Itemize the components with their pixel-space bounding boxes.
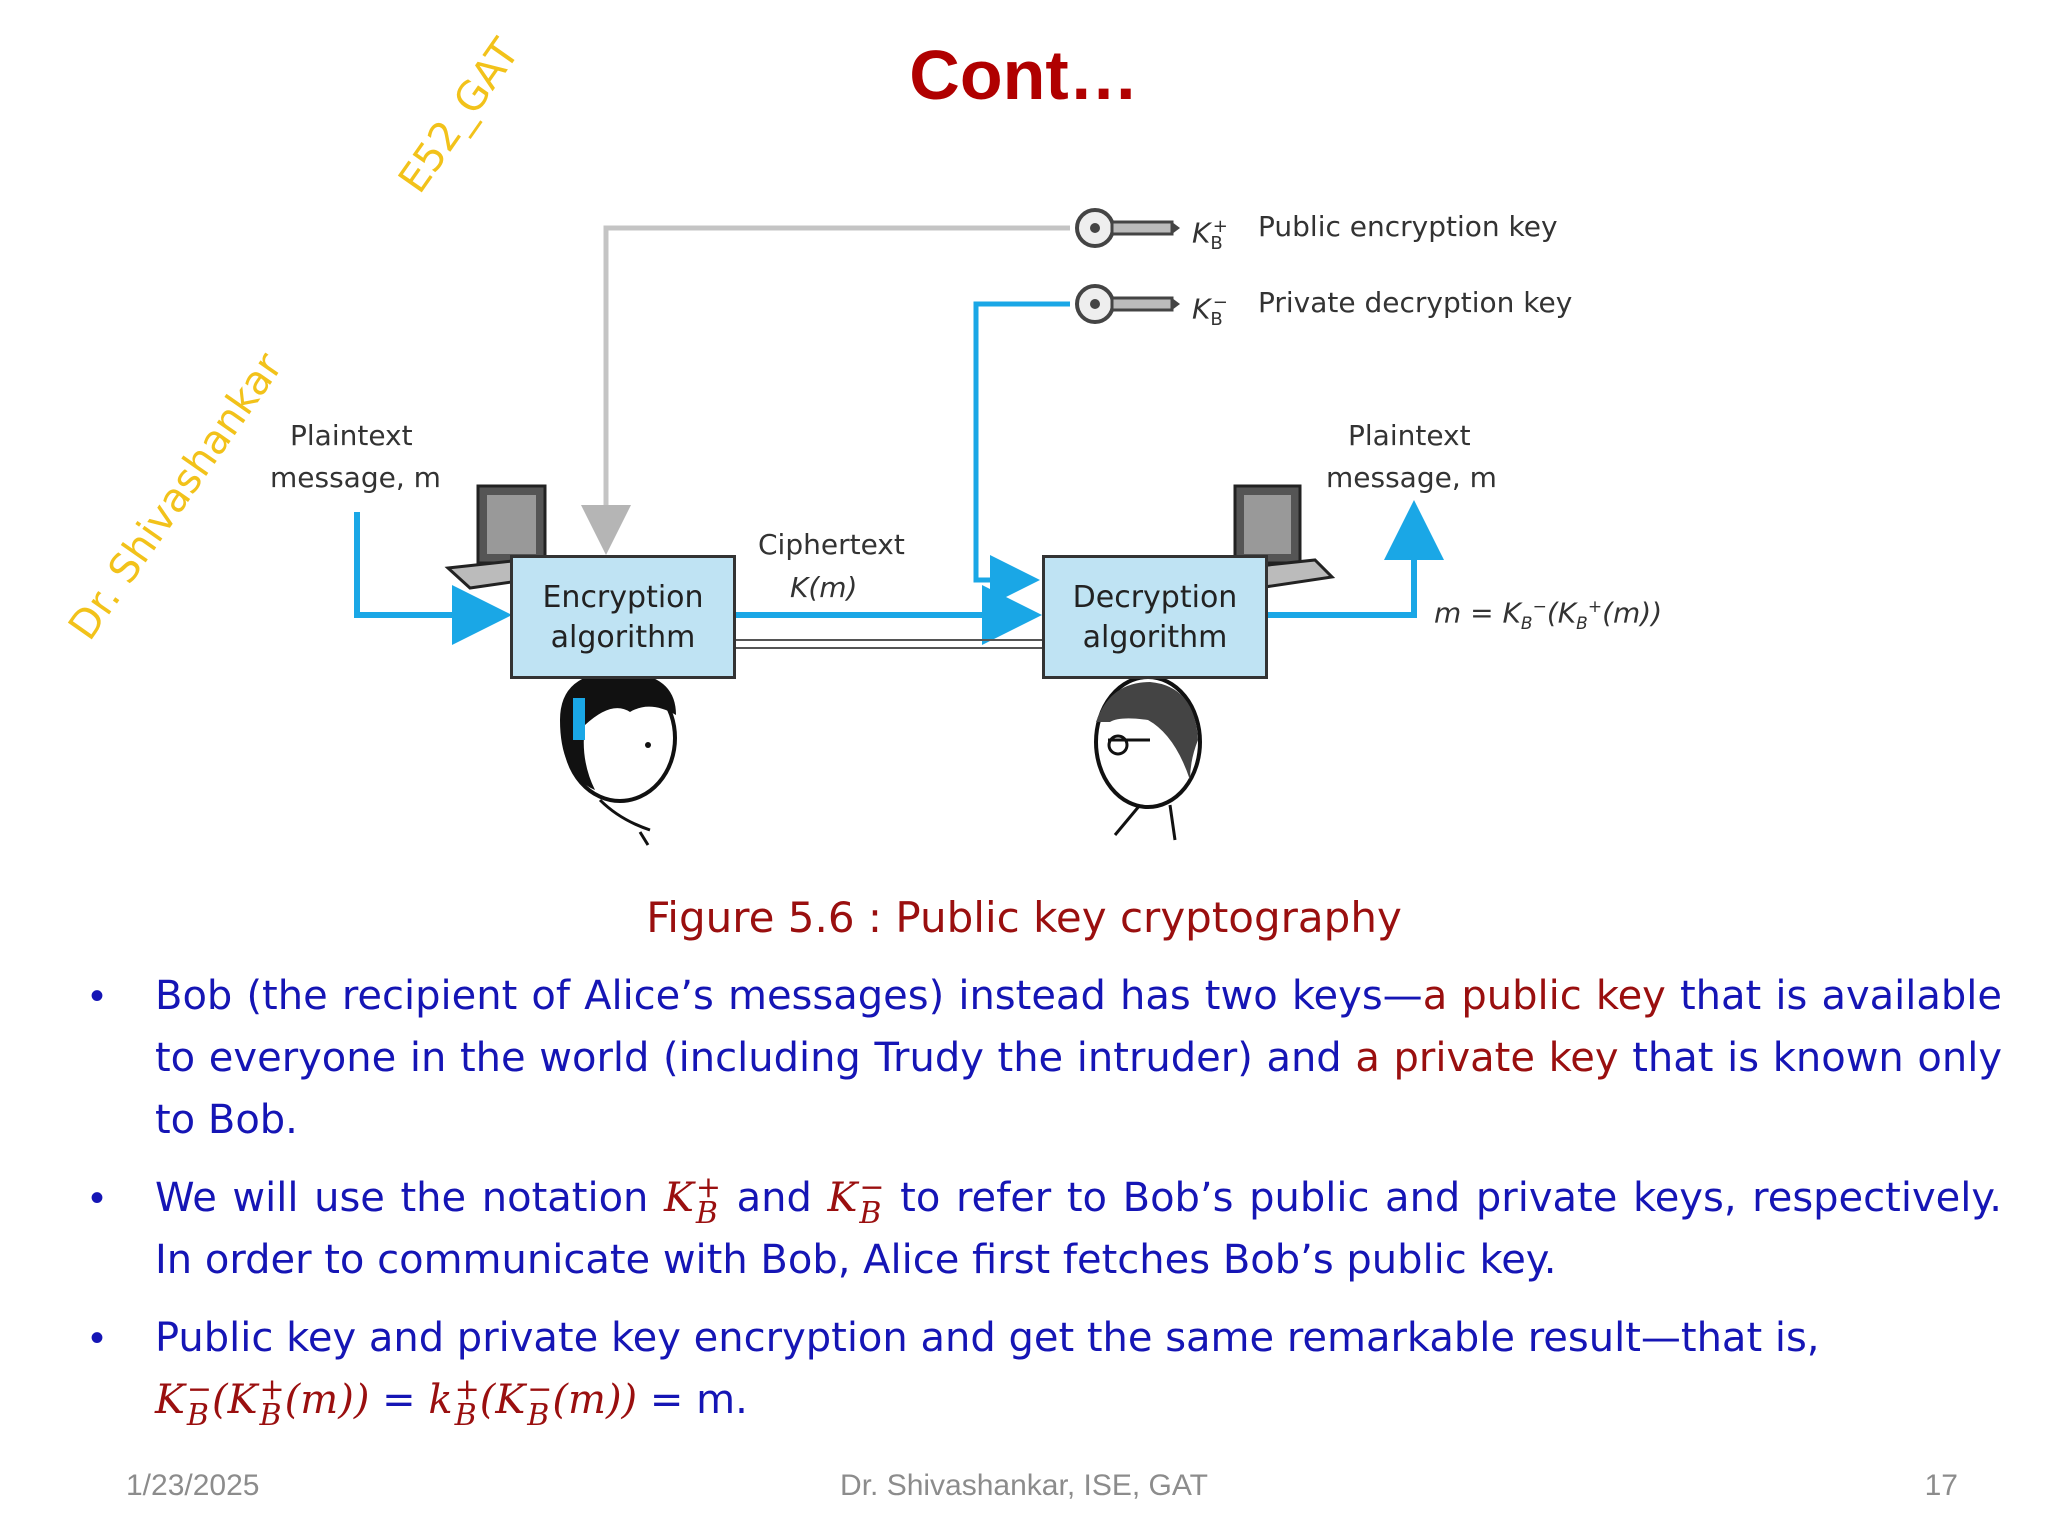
sender-plaintext-line2: message, m [270, 461, 441, 494]
equation-left: K−B(K+B(m)) [155, 1372, 370, 1433]
plaintext-in-arrow [354, 512, 512, 645]
ciphertext-formula: K(m) [790, 571, 858, 604]
figure-caption: Figure 5.6 : Public key cryptography [646, 893, 1402, 942]
public-key-icon [1075, 208, 1180, 248]
footer-author: Dr. Shivashankar, ISE, GAT [840, 1469, 1208, 1502]
alice-icon [560, 672, 677, 846]
private-key-icon [1075, 284, 1180, 324]
list-item: • Public key and private key encryption … [80, 1307, 2002, 1431]
slide-title: Cont… [909, 36, 1139, 114]
public-key-line [581, 225, 1070, 555]
equation-right: k+B(K−B(m)) [428, 1372, 638, 1433]
public-key-label: Public encryption key [1258, 210, 1558, 243]
result-formula: m = KB−(KB+(m)) [1434, 596, 1663, 634]
footer-date: 1/23/2025 [126, 1469, 260, 1502]
sender-plaintext-line1: Plaintext [290, 419, 413, 452]
bob-icon [1094, 675, 1202, 841]
public-key-symbol: KB+ [1192, 216, 1228, 254]
receiver-plaintext-line2: message, m [1326, 461, 1497, 494]
bullet-list: • Bob (the recipient of Alice’s messages… [80, 965, 2002, 1447]
encryption-algorithm-box: Encryption algorithm [510, 555, 736, 679]
plaintext-out-arrow [1266, 500, 1444, 618]
private-key-notation: K−B [827, 1170, 885, 1231]
ciphertext-label: Ciphertext [758, 528, 905, 561]
bullet-icon: • [90, 1316, 105, 1360]
receiver-plaintext-line1: Plaintext [1348, 419, 1471, 452]
private-key-line [973, 301, 1070, 605]
private-key-symbol: KB− [1192, 292, 1228, 330]
private-key-label: Private decryption key [1258, 286, 1573, 319]
bullet-icon: • [90, 974, 105, 1018]
list-item: • We will use the notation K+B and K−B t… [80, 1167, 2002, 1291]
bullet-icon: • [90, 1176, 105, 1220]
decryption-algorithm-box: Decryption algorithm [1042, 555, 1268, 679]
list-item: • Bob (the recipient of Alice’s messages… [80, 965, 2002, 1151]
public-key-notation: K+B [664, 1170, 722, 1231]
footer-page-number: 17 [1924, 1469, 1958, 1502]
